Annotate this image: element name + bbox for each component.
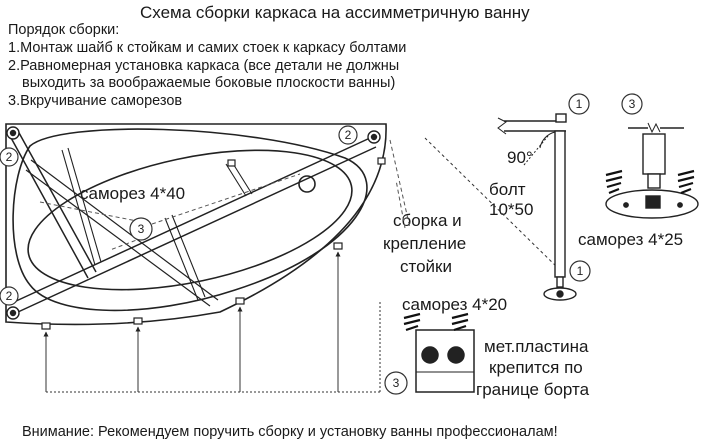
callout-one-label: 1: [576, 97, 583, 111]
step-2-line-1: 2.Равномерная установка каркаса (все дет…: [8, 58, 400, 74]
callout-one-top: [568, 93, 590, 115]
metal-plate-detail: [415, 329, 475, 393]
frame-legs: [6, 126, 381, 320]
frame-bars: [9, 130, 377, 313]
label-plate-line-3: границе борта: [476, 380, 590, 399]
step-3: 3.Вкручивание саморезов: [8, 93, 183, 109]
screw-4x20-icons: [403, 312, 469, 332]
callout-two-label: 2: [6, 150, 13, 164]
callout-three-label: 3: [393, 376, 400, 390]
step-1: 1.Монтаж шайб к стойкам и самих стоек к …: [8, 40, 407, 56]
frame-bar-short-1: [61, 147, 102, 266]
bathtub-outer-rim: [5, 123, 387, 326]
frame-bar-main-diagonal: [13, 137, 377, 313]
drain-hole-icon: [298, 175, 316, 193]
callout-markers: [0, 93, 643, 395]
frame-bar-left-diagonal: [9, 130, 97, 279]
plate-screw-left: [421, 346, 439, 364]
dashed-guides: [39, 139, 411, 251]
label-screw-4x20: саморез 4*20: [402, 295, 508, 314]
callout-two-bottom-left: [0, 286, 19, 306]
leg-tube: [554, 130, 566, 278]
label-assembly-line-3: стойки: [400, 257, 452, 276]
rim-brackets: [41, 157, 386, 330]
label-screw-4x25: саморез 4*25: [578, 230, 684, 249]
frame-bar-short-3: [225, 161, 253, 197]
diagram-title: Схема сборки каркаса на ассимметричную в…: [140, 3, 530, 22]
screw-4x25-detail: [605, 122, 699, 219]
callout-two-label: 2: [345, 128, 352, 142]
callout-one-label: 1: [577, 264, 584, 278]
plate-screw-right: [447, 346, 465, 364]
label-screw-4x40: саморез 4*40: [80, 184, 186, 203]
frame-bar-short-2: [164, 214, 206, 301]
callout-three-plate: [384, 371, 408, 395]
label-assembly-line-1: сборка и: [393, 211, 462, 230]
callout-two-label: 2: [6, 289, 13, 303]
bathtub-top-view: [5, 123, 387, 326]
label-assembly-line-2: крепление: [383, 234, 467, 253]
steps-heading: Порядок сборки:: [8, 22, 120, 38]
bathtub-basin: [27, 149, 353, 291]
step-2-line-2: выходить за воображаемые боковые плоскос…: [22, 75, 396, 91]
label-bolt-line-1: болт: [489, 180, 526, 199]
label-angle-90: 90°: [507, 148, 533, 167]
warning-text: Внимание: Рекомендуем поручить сборку и …: [22, 424, 558, 440]
bathtub-inner-bowl: [12, 128, 368, 312]
callout-three-frame: [129, 217, 153, 241]
callout-three-screw: [621, 93, 643, 115]
callout-one-bottom: [569, 260, 591, 282]
callout-two-top-right: [338, 125, 358, 145]
callout-three-label: 3: [629, 97, 636, 111]
leg-assembly-detail: [497, 113, 577, 301]
screw-icon: [605, 169, 695, 195]
callout-numbers: 2 2 2 3 1 1 3 3: [6, 97, 636, 390]
frame-bar-cross: [25, 159, 219, 307]
callout-three-label: 3: [138, 222, 145, 236]
callout-two-top-left: [0, 147, 19, 167]
label-plate-line-1: мет.пластина: [484, 337, 589, 356]
label-plate-line-2: крепится по: [489, 358, 583, 377]
label-bolt-line-2: 10*50: [489, 200, 534, 219]
bracket-arrows: [43, 137, 561, 393]
